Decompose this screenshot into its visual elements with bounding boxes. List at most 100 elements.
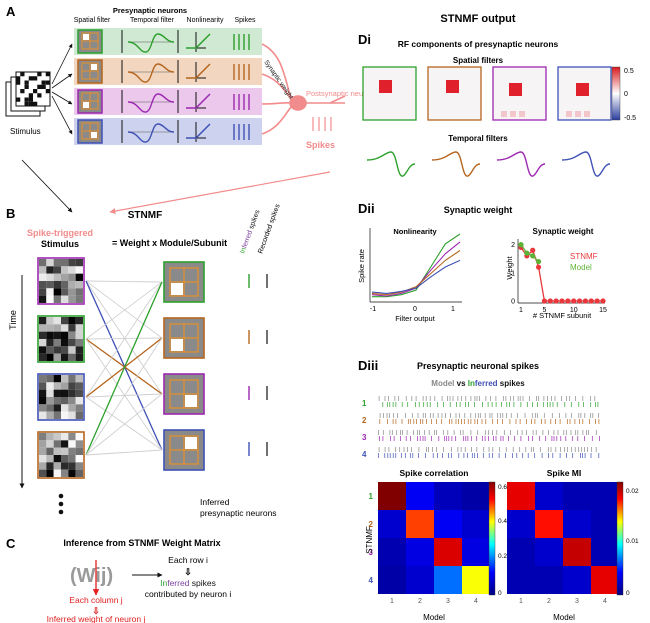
b-stim-pixel: [60, 331, 69, 339]
b-stim-pixel: [68, 346, 76, 354]
b-stim-pixel: [46, 382, 54, 390]
panel-label-c: C: [6, 536, 16, 551]
b-stim-pixel: [60, 338, 69, 347]
postsynaptic-label: Postsynaptic neuron: [306, 89, 374, 98]
b-stim-pixel: [53, 447, 61, 455]
mi-xtick: 4: [603, 598, 607, 605]
weight-point-stnmf: [600, 298, 606, 304]
weight-point-stnmf: [576, 298, 583, 304]
b-stim-pixel: [60, 346, 69, 354]
b-stim-pixel: [53, 462, 61, 470]
b-stim-pixel: [39, 433, 47, 441]
spatial-filter: [362, 66, 417, 121]
corr-cell: [462, 482, 490, 510]
b-stim-pixel: [60, 389, 69, 397]
weight-matrix-symbol: (Wij): [70, 565, 113, 587]
spatial-filter-surround: [584, 111, 590, 117]
b-stim-pixel: [53, 273, 61, 281]
b-stim-pixel: [53, 433, 61, 441]
b-stim-pixel: [39, 469, 47, 477]
b-stim-pixel: [46, 295, 54, 303]
b-stim-pixel: [46, 266, 54, 274]
b-connection: [85, 393, 163, 456]
b-stim-pixel: [68, 462, 76, 470]
b-stim-pixel: [46, 288, 54, 296]
b-stim-pixel: [39, 331, 47, 339]
b-connection: [85, 281, 163, 340]
cbar-tick-bot: -0.5: [624, 115, 636, 122]
b-stim-pixel: [60, 454, 69, 463]
panel-label-b: B: [6, 206, 15, 221]
b-stim-pixel: [39, 404, 47, 412]
mi-tick-0: 0.02: [626, 488, 639, 495]
corr-xlabel: Model: [423, 613, 445, 622]
corr-xtick: 4: [474, 598, 478, 605]
b-stim-pixel: [39, 382, 47, 390]
b-stim-pixel: [68, 447, 76, 455]
weight-title: Synaptic weight: [533, 227, 594, 236]
b-stim-pixel: [68, 353, 76, 361]
corr-title: Spike correlation: [400, 468, 469, 478]
nonlin-ylabel: Spike rate: [357, 249, 366, 283]
inferred-neurons-label-2: presynaptic neurons: [200, 508, 277, 518]
mi-cell: [591, 566, 619, 594]
panel-label-a: A: [6, 4, 16, 19]
b-stim-pixel: [60, 288, 69, 296]
b-stim-pixel: [39, 266, 47, 274]
mi-cell: [535, 510, 563, 538]
corr-ytick: 2: [369, 520, 374, 529]
b-stim-pixel: [75, 396, 83, 405]
corr-ytick: 1: [369, 492, 374, 501]
b-stim-pixel: [75, 295, 83, 303]
inferred-neurons-label-1: Inferred: [200, 497, 230, 507]
weight-point-stnmf: [582, 298, 589, 304]
b-stim-pixel: [39, 440, 47, 448]
nonlin-xlabel: Filter output: [395, 314, 436, 323]
col-spikes: Spikes: [234, 17, 256, 24]
b-stim-pixel: [60, 295, 69, 303]
b-stim-pixel: [68, 382, 76, 390]
mi-cell: [591, 510, 619, 538]
ellipsis-dots: [58, 493, 64, 515]
raster-label: 4: [362, 450, 367, 459]
b-stim-pixel: [68, 338, 76, 347]
stim-pixel: [41, 84, 46, 89]
corr-cell: [378, 538, 406, 566]
b-stim-pixel: [75, 454, 83, 463]
d-title: STNMF output: [440, 13, 515, 25]
b-stim-pixel: [39, 259, 47, 267]
b-stim-pixel: [75, 389, 83, 397]
corr-cell: [462, 510, 490, 538]
mi-cell: [535, 482, 563, 510]
b-stim-pixel: [53, 288, 61, 296]
b-connection: [85, 338, 163, 395]
b-stim-pixel: [39, 396, 47, 405]
corr-cell: [462, 566, 490, 594]
b-stim-pixel: [68, 324, 76, 332]
row-temporal-filter: [127, 93, 175, 113]
b-stim-pixel: [75, 288, 83, 296]
stim-pixel: [24, 84, 29, 89]
temporal-filters: [366, 151, 611, 177]
weight-point-stnmf: [588, 298, 594, 304]
mi-xtick: 1: [519, 598, 523, 605]
b-stim-pixel: [39, 375, 47, 383]
weight-point-model: [524, 250, 530, 256]
b-stim-pixel: [39, 454, 47, 463]
stimulus-label: Stimulus: [10, 127, 41, 136]
b-stim-pixel: [53, 454, 61, 463]
b-stim-pixel: [75, 469, 83, 477]
spikes-to-b-arrow: [109, 171, 331, 214]
b-connection: [85, 281, 163, 456]
b-stim-pixel: [46, 324, 54, 332]
b-stim-pixel: [75, 259, 83, 267]
spatial-filter-center: [576, 83, 589, 96]
spatial-filter-center: [446, 80, 459, 93]
b-subunit-white: [171, 283, 183, 295]
b-stim-pixel: [68, 375, 76, 383]
corr-cell: [434, 566, 462, 594]
b-stim-pixel: [68, 331, 76, 339]
b-connection: [85, 280, 163, 339]
b-stim-pixel: [75, 411, 83, 419]
b-stim-pixel: [46, 346, 54, 354]
